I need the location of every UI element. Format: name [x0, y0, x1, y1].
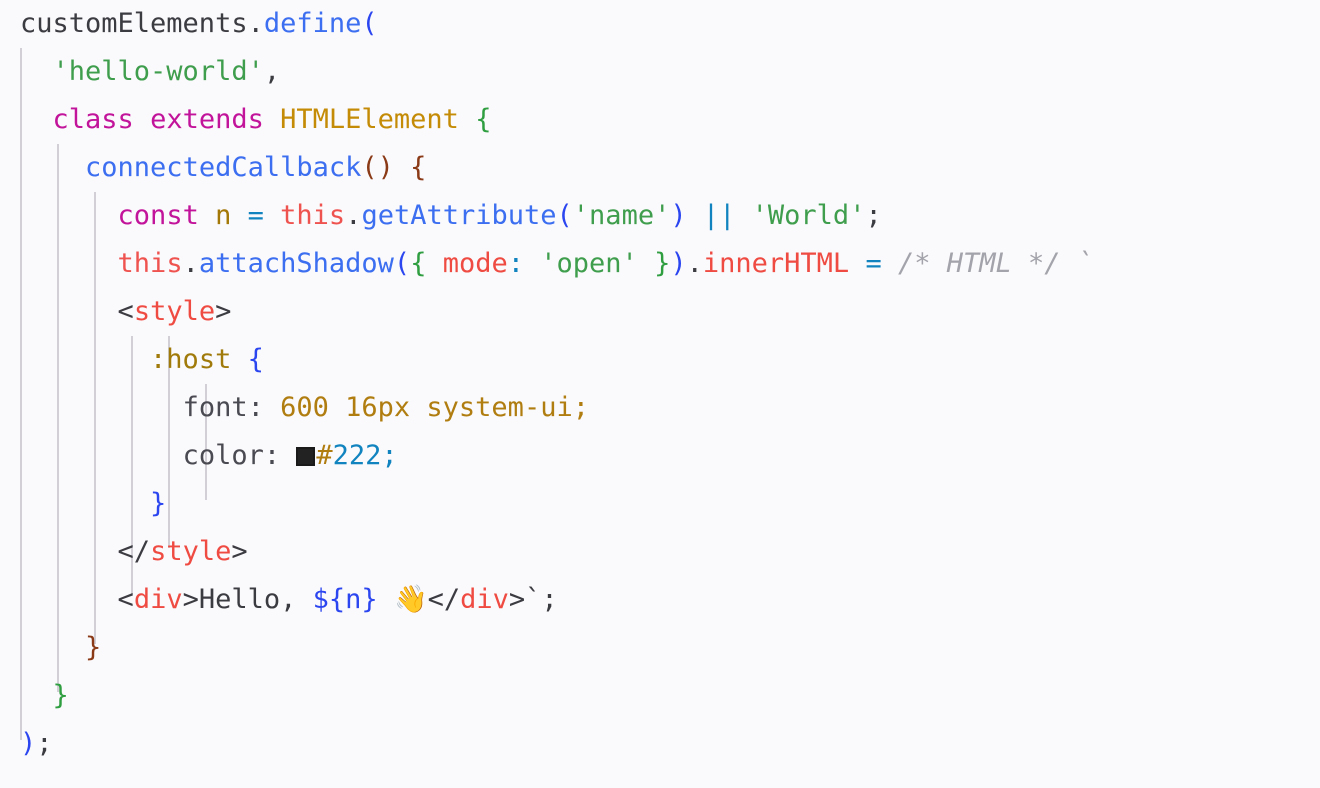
code-line-7[interactable]: <style>: [0, 288, 1320, 336]
template-expression-n: ${n}: [312, 584, 378, 615]
type-htmlelement: HTMLElement: [280, 104, 459, 135]
tag-bracket-open: <: [117, 584, 134, 615]
tag-name-style-close: style: [150, 536, 232, 567]
semicolon: ;: [865, 200, 882, 231]
close-brace-level2: }: [654, 248, 671, 279]
open-brace-css: {: [247, 344, 264, 375]
close-brace-level3: }: [85, 632, 102, 663]
code-line-11[interactable]: }: [0, 480, 1320, 528]
code-line-13[interactable]: <div>Hello, ${n} 👋</div>`;: [0, 576, 1320, 624]
close-brace-css: }: [150, 488, 167, 519]
method-define: define: [263, 8, 362, 39]
waving-hand-emoji: 👋: [393, 584, 428, 615]
code-line-container: customElements.define( 'hello-world', cl…: [0, 0, 1320, 768]
keyword-extends: extends: [150, 104, 264, 135]
open-paren-level1: (: [361, 8, 378, 39]
code-line-6[interactable]: this.attachShadow({ mode: 'open' }).inne…: [0, 240, 1320, 288]
code-line-3[interactable]: class extends HTMLElement {: [0, 96, 1320, 144]
logical-or-operator: ||: [702, 200, 736, 231]
code-line-5[interactable]: const n = this.getAttribute('name') || '…: [0, 192, 1320, 240]
template-literal-backtick-end: `: [525, 584, 542, 615]
dot-operator: .: [686, 248, 703, 279]
css-property-font: font:: [182, 392, 264, 423]
color-preview-swatch[interactable]: [296, 447, 316, 466]
code-line-2[interactable]: 'hello-world',: [0, 48, 1320, 96]
close-brace-level2: }: [52, 680, 69, 711]
parens-level3: (): [361, 152, 394, 183]
semicolon: ;: [541, 584, 558, 615]
colon-operator: :: [507, 248, 525, 279]
keyword-class: class: [52, 104, 134, 135]
tag-bracket-open-slash: </: [117, 536, 151, 567]
close-paren-level4: ): [670, 200, 687, 231]
code-line-12[interactable]: </style>: [0, 528, 1320, 576]
open-paren-level1: (: [393, 248, 411, 279]
tag-bracket-close: >: [182, 584, 199, 615]
string-hello-world: 'hello-world': [52, 56, 264, 87]
identifier-customelements: customElements: [20, 8, 248, 39]
css-value-font: 600 16px system-ui;: [280, 392, 589, 423]
variable-n: n: [215, 200, 232, 231]
close-paren-level1: ): [20, 728, 37, 759]
comment-html-hint: /* HTML */: [898, 248, 1061, 279]
tag-bracket-open-slash: </: [427, 584, 461, 615]
keyword-this: this: [117, 248, 183, 279]
hash-sign: #: [316, 440, 333, 471]
string-open: 'open': [540, 248, 638, 279]
dot-operator: .: [247, 8, 264, 39]
assign-operator: =: [247, 200, 264, 231]
css-selector-host: :host: [150, 344, 232, 375]
tag-name-style-open: style: [133, 296, 216, 327]
object-key-mode: mode: [442, 248, 508, 279]
string-world-fallback: 'World': [751, 200, 866, 231]
keyword-this: this: [280, 200, 346, 231]
dot-operator: .: [345, 200, 362, 231]
keyword-const: const: [117, 200, 199, 231]
code-line-1[interactable]: customElements.define(: [0, 0, 1320, 48]
text-hello: Hello,: [198, 584, 313, 615]
open-brace-level2: {: [410, 248, 427, 279]
tag-name-div-open: div: [133, 584, 183, 615]
css-property-color: color:: [182, 440, 281, 471]
property-innerhtml: innerHTML: [702, 248, 850, 279]
close-paren-level1: ): [670, 248, 687, 279]
code-line-16[interactable]: );: [0, 720, 1320, 768]
tag-bracket-close: >: [231, 536, 248, 567]
open-brace-level2: {: [475, 104, 492, 135]
tag-bracket-close: >: [215, 296, 232, 327]
open-brace-level3: {: [410, 152, 427, 183]
string-name-arg: 'name': [572, 200, 671, 231]
semicolon: ;: [36, 728, 53, 759]
tag-name-div-close: div: [460, 584, 509, 615]
code-line-10[interactable]: color: #222;: [0, 432, 1320, 480]
code-line-8[interactable]: :host {: [0, 336, 1320, 384]
tag-bracket-open: <: [117, 296, 134, 327]
method-attachshadow: attachShadow: [198, 248, 394, 279]
code-line-15[interactable]: }: [0, 672, 1320, 720]
method-connectedcallback: connectedCallback: [85, 152, 362, 183]
css-value-color-hex: 222: [332, 440, 382, 471]
code-line-14[interactable]: }: [0, 624, 1320, 672]
method-getattribute: getAttribute: [361, 200, 557, 231]
comma: ,: [263, 56, 281, 87]
assign-operator: =: [865, 248, 882, 279]
open-paren-level4: (: [556, 200, 573, 231]
dot-operator: .: [182, 248, 199, 279]
semicolon: ;: [381, 440, 398, 471]
code-line-4[interactable]: connectedCallback() {: [0, 144, 1320, 192]
code-line-9[interactable]: font: 600 16px system-ui;: [0, 384, 1320, 432]
tag-bracket-close: >: [508, 584, 526, 615]
template-literal-backtick: `: [1076, 248, 1094, 279]
